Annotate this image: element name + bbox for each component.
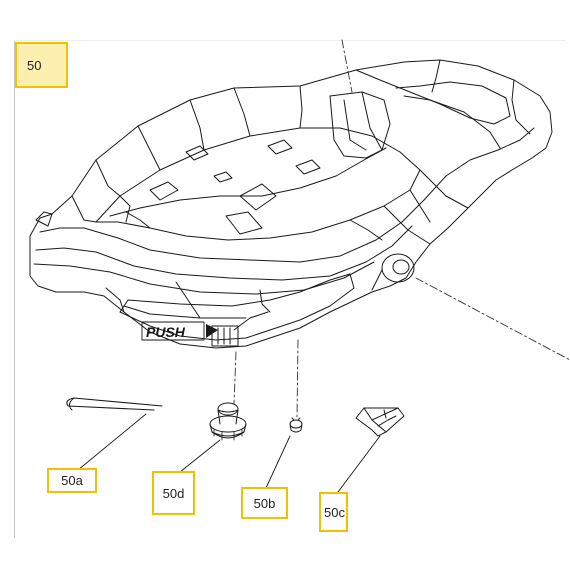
leader-50b [265,435,291,489]
leader-50d [179,439,221,473]
tray-body [29,59,553,349]
callout-50a: 50a [47,468,97,493]
callout-50c: 50c [319,492,348,532]
callout-50: 50 [15,42,68,88]
part-50a-clip [66,397,163,411]
part-50c-wedge [355,407,405,437]
center-lines [233,39,570,419]
leader-50a [77,413,147,471]
callout-50d: 50d [152,471,195,515]
callout-50b: 50b [241,487,288,519]
page-edge [14,40,566,538]
part-50b-screw [289,417,303,433]
part-50d-rivet [209,402,247,441]
push-emboss: PUSH [141,321,239,347]
push-label: PUSH [146,324,186,340]
leader-50c [337,435,381,493]
